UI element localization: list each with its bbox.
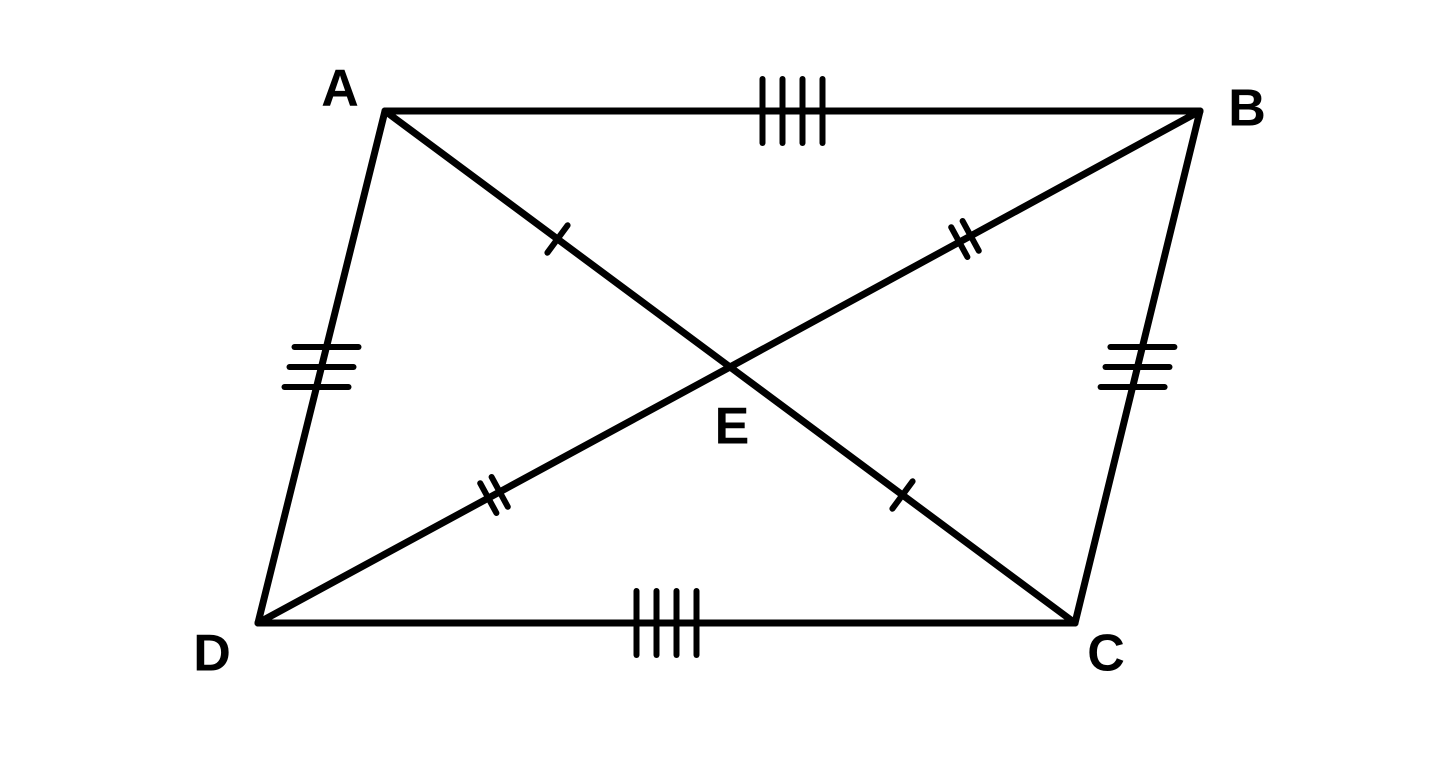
segment-be	[726, 107, 1204, 371]
tick-ed-1	[488, 474, 511, 510]
tick-ae-1	[544, 222, 571, 256]
tick-be-2	[948, 224, 971, 260]
segment-ed	[254, 363, 734, 627]
vertex-label-d: D	[193, 625, 231, 683]
tick-ec-1	[889, 478, 916, 512]
vertex-label-c: C	[1087, 625, 1125, 683]
vertex-labels: A B C D E	[193, 60, 1266, 683]
segments	[254, 107, 1204, 627]
tick-be-1	[959, 218, 982, 254]
tick-ed-2	[477, 480, 500, 516]
tick-marks	[281, 76, 1178, 658]
vertex-label-e: E	[715, 398, 750, 456]
vertex-label-b: B	[1228, 80, 1266, 138]
vertex-label-a: A	[321, 60, 359, 118]
